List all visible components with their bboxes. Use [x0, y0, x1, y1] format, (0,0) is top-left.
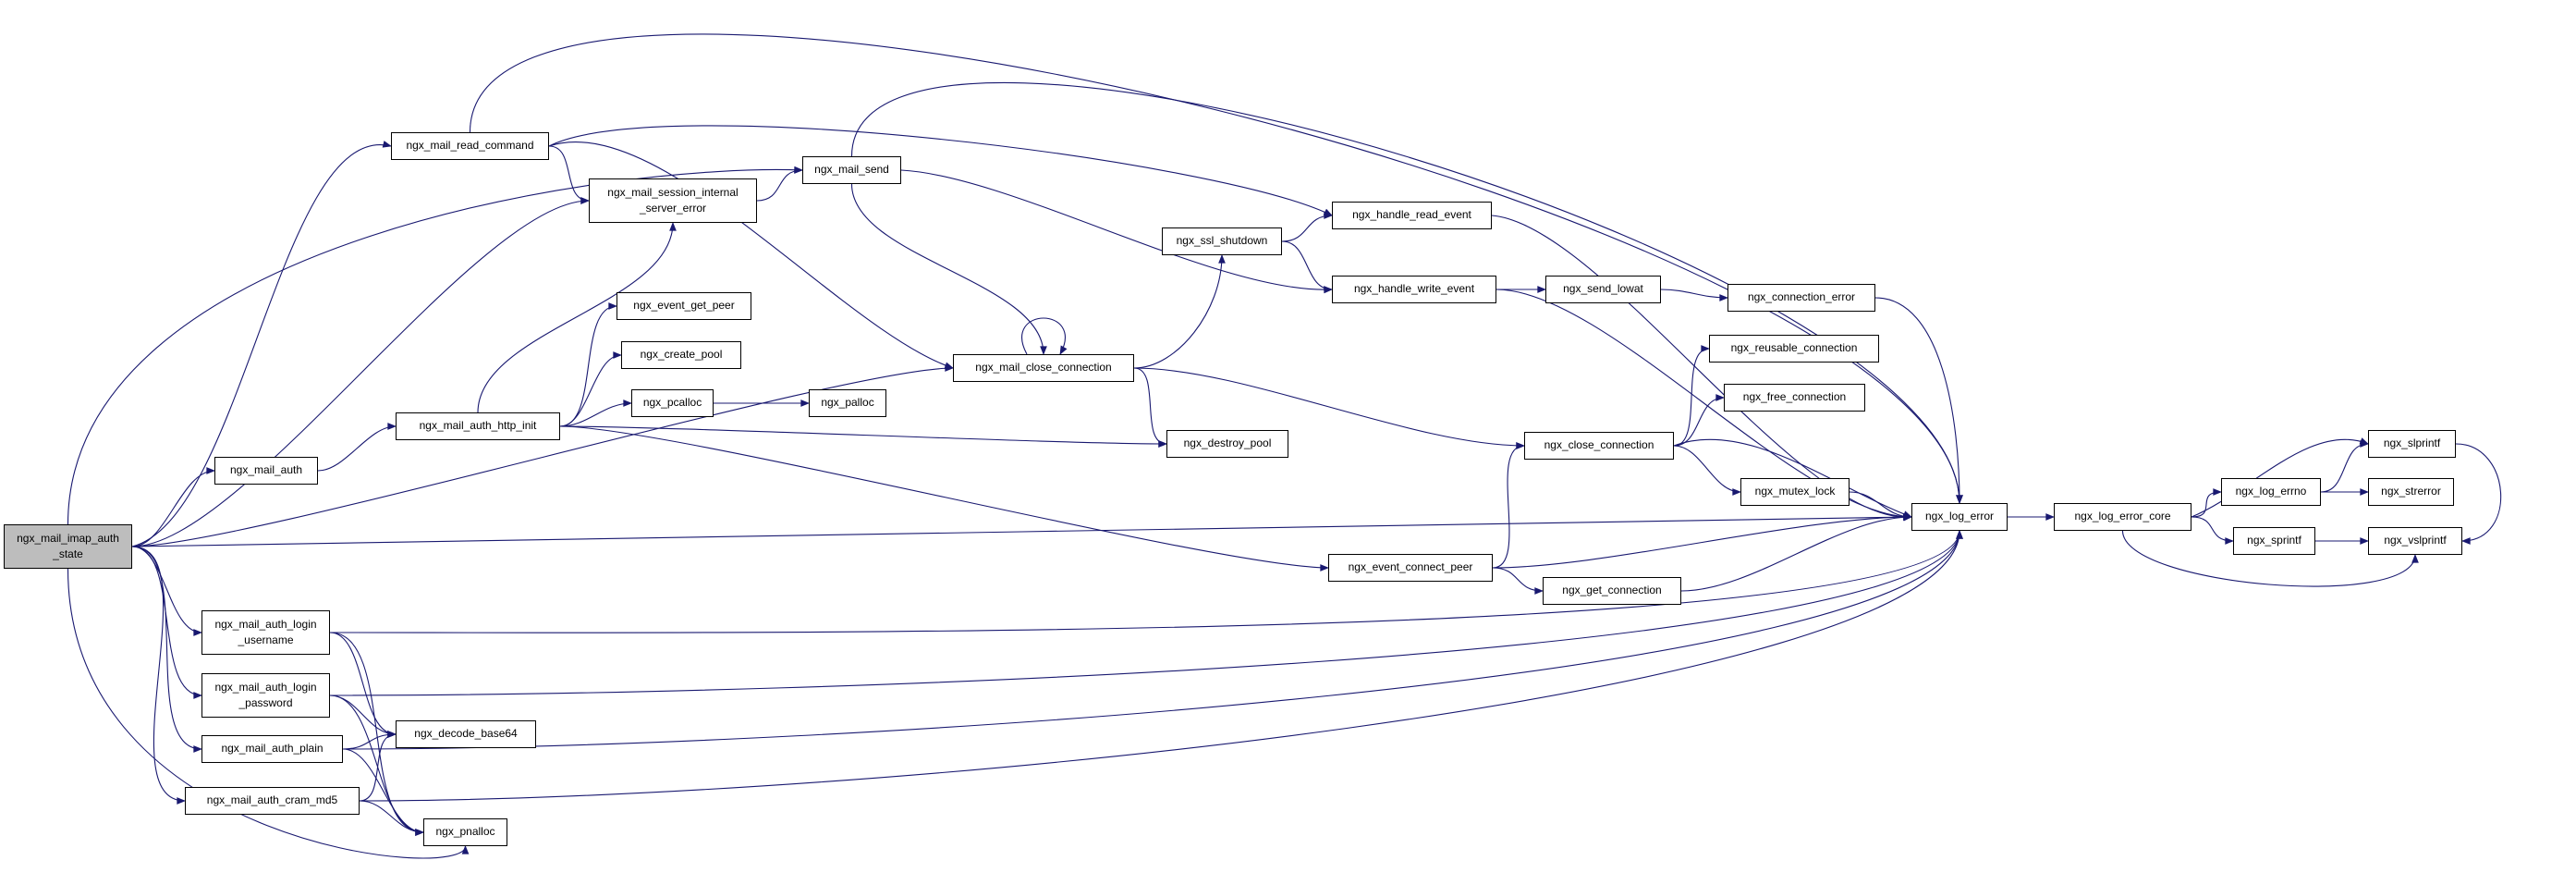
edge-ngx_mail_close_connection--ngx_ssl_shutdown — [1133, 254, 1226, 369]
edge-ngx_mail_auth_http_init--ngx_destroy_pool — [559, 425, 1167, 448]
edge-ngx_mail_auth_plain--ngx_pnalloc — [342, 748, 424, 836]
edge-ngx_mail_imap_auth_state--ngx_mail_read_command — [131, 141, 392, 547]
node-ngx_mutex_lock[interactable]: ngx_mutex_lock — [1740, 478, 1850, 506]
edge-ngx_log_errno--ngx_slprintf — [2320, 440, 2369, 493]
node-ngx_decode_base64[interactable]: ngx_decode_base64 — [396, 720, 536, 748]
edge-ngx_mail_imap_auth_state--ngx_log_error — [131, 513, 1912, 547]
edge-ngx_mail_session_internal_server_error--ngx_mail_send — [756, 166, 803, 202]
node-ngx_mail_imap_auth_state[interactable]: ngx_mail_imap_auth _state — [4, 524, 132, 569]
edge-ngx_close_connection--ngx_mutex_lock — [1673, 445, 1741, 496]
node-ngx_destroy_pool[interactable]: ngx_destroy_pool — [1166, 430, 1288, 458]
edge-ngx_mail_imap_auth_state--ngx_mail_auth — [131, 467, 215, 547]
node-ngx_mail_auth_login_username[interactable]: ngx_mail_auth_login _username — [201, 610, 330, 655]
edge-ngx_handle_read_event--ngx_log_error — [1491, 215, 1912, 522]
edge-ngx_mail_send--ngx_log_error — [850, 81, 1963, 504]
edge-ngx_mail_imap_auth_state--ngx_mail_auth_plain — [131, 546, 202, 753]
node-ngx_sprintf[interactable]: ngx_sprintf — [2233, 527, 2315, 555]
edge-ngx_mail_read_command--ngx_mail_session_internal_server_error — [548, 145, 590, 204]
edge-ngx_mail_imap_auth_state--ngx_mail_session_internal_server_error — [131, 197, 590, 547]
edge-ngx_log_error_core--ngx_slprintf — [2191, 437, 2369, 518]
edge-ngx_mail_auth_http_init--ngx_pcalloc — [559, 399, 632, 427]
node-ngx_mail_auth_login_password[interactable]: ngx_mail_auth_login _password — [201, 673, 330, 718]
edge-ngx_event_connect_peer--ngx_log_error — [1492, 513, 1912, 569]
edge-ngx_mail_close_connection--ngx_destroy_pool — [1133, 367, 1167, 448]
node-ngx_pnalloc[interactable]: ngx_pnalloc — [423, 818, 507, 846]
node-ngx_event_get_peer[interactable]: ngx_event_get_peer — [617, 292, 751, 320]
edge-ngx_mail_auth_cram_md5--ngx_decode_base64 — [359, 731, 397, 802]
node-ngx_log_errno[interactable]: ngx_log_errno — [2221, 478, 2321, 506]
node-ngx_palloc[interactable]: ngx_palloc — [809, 389, 886, 417]
edge-ngx_close_connection--ngx_free_connection — [1673, 394, 1725, 447]
node-ngx_ssl_shutdown[interactable]: ngx_ssl_shutdown — [1162, 227, 1282, 255]
edge-ngx_mail_auth_cram_md5--ngx_log_error — [359, 530, 1963, 802]
edge-ngx_close_connection--ngx_reusable_connection — [1673, 345, 1710, 447]
node-ngx_mail_auth[interactable]: ngx_mail_auth — [214, 457, 318, 485]
node-ngx_mail_auth_plain[interactable]: ngx_mail_auth_plain — [201, 735, 343, 763]
node-ngx_strerror[interactable]: ngx_strerror — [2368, 478, 2454, 506]
edge-ngx_mail_imap_auth_state--ngx_mail_send — [67, 166, 803, 525]
edge-ngx_mail_imap_auth_state--ngx_mail_auth_login_password — [131, 546, 202, 699]
edge-ngx_slprintf--ngx_vslprintf — [2455, 443, 2502, 545]
edge-ngx_mail_read_command--ngx_mail_close_connection — [548, 141, 954, 369]
edge-ngx_close_connection--ngx_log_error — [1673, 438, 1912, 518]
edge-ngx_mail_read_command--ngx_log_error — [469, 33, 1963, 504]
edge-ngx_mail_auth_login_username--ngx_decode_base64 — [329, 632, 397, 738]
edge-ngx_mail_auth_login_password--ngx_decode_base64 — [329, 694, 397, 738]
node-ngx_event_connect_peer[interactable]: ngx_event_connect_peer — [1328, 554, 1493, 582]
edge-ngx_mail_auth_http_init--ngx_mail_session_internal_server_error — [477, 222, 677, 413]
edge-ngx_mail_auth_plain--ngx_log_error — [342, 530, 1963, 750]
edge-ngx_event_connect_peer--ngx_get_connection — [1492, 567, 1544, 595]
node-ngx_pcalloc[interactable]: ngx_pcalloc — [631, 389, 714, 417]
edge-ngx_mail_auth_login_password--ngx_log_error — [329, 530, 1963, 696]
edge-ngx_mail_auth_login_username--ngx_pnalloc — [329, 632, 424, 836]
node-ngx_mail_send[interactable]: ngx_mail_send — [802, 156, 901, 184]
edge-ngx_mail_close_connection--ngx_mail_close_connection — [1021, 317, 1068, 355]
edge-ngx_mail_imap_auth_state--ngx_mail_auth_cram_md5 — [131, 546, 186, 805]
edge-ngx_mail_auth_http_init--ngx_event_connect_peer — [559, 425, 1329, 572]
node-ngx_vslprintf[interactable]: ngx_vslprintf — [2368, 527, 2462, 555]
node-ngx_send_lowat[interactable]: ngx_send_lowat — [1545, 276, 1661, 303]
node-ngx_mail_auth_http_init[interactable]: ngx_mail_auth_http_init — [396, 412, 560, 440]
edge-ngx_log_error_core--ngx_sprintf — [2191, 516, 2234, 545]
edge-ngx_ssl_shutdown--ngx_handle_read_event — [1281, 212, 1333, 242]
node-ngx_mail_session_internal_server_error[interactable]: ngx_mail_session_internal _server_error — [589, 178, 757, 223]
node-ngx_handle_read_event[interactable]: ngx_handle_read_event — [1332, 202, 1492, 229]
edge-ngx_mail_imap_auth_state--ngx_pnalloc — [67, 568, 470, 859]
edge-ngx_log_error_core--ngx_vslprintf — [2121, 530, 2419, 587]
edge-ngx_mail_read_command--ngx_handle_read_event — [548, 125, 1333, 216]
node-ngx_close_connection[interactable]: ngx_close_connection — [1524, 432, 1674, 460]
edge-ngx_event_connect_peer--ngx_close_connection — [1492, 442, 1525, 569]
edge-ngx_mail_auth_http_init--ngx_create_pool — [559, 351, 622, 427]
node-ngx_free_connection[interactable]: ngx_free_connection — [1724, 384, 1865, 412]
edge-ngx_mail_send--ngx_mail_close_connection — [850, 183, 1047, 355]
edge-ngx_connection_error--ngx_log_error — [1874, 297, 1963, 504]
node-ngx_mail_read_command[interactable]: ngx_mail_read_command — [391, 132, 549, 160]
node-ngx_slprintf[interactable]: ngx_slprintf — [2368, 430, 2456, 458]
edge-ngx_mail_imap_auth_state--ngx_mail_close_connection — [131, 364, 954, 547]
node-ngx_get_connection[interactable]: ngx_get_connection — [1543, 577, 1681, 605]
edge-ngx_mail_send--ngx_handle_write_event — [900, 169, 1333, 294]
edge-ngx_send_lowat--ngx_connection_error — [1660, 289, 1728, 301]
edge-ngx_ssl_shutdown--ngx_handle_write_event — [1281, 240, 1333, 293]
node-ngx_handle_write_event[interactable]: ngx_handle_write_event — [1332, 276, 1496, 303]
edge-ngx_mail_auth_cram_md5--ngx_pnalloc — [359, 800, 424, 836]
node-ngx_log_error[interactable]: ngx_log_error — [1911, 503, 2008, 531]
edge-ngx_log_error_core--ngx_log_errno — [2191, 488, 2222, 518]
node-ngx_mail_close_connection[interactable]: ngx_mail_close_connection — [953, 354, 1134, 382]
edge-ngx_mail_close_connection--ngx_close_connection — [1133, 367, 1525, 449]
node-ngx_log_error_core[interactable]: ngx_log_error_core — [2054, 503, 2191, 531]
node-ngx_reusable_connection[interactable]: ngx_reusable_connection — [1709, 335, 1879, 363]
edge-ngx_mail_auth_login_username--ngx_log_error — [329, 530, 1963, 633]
node-ngx_connection_error[interactable]: ngx_connection_error — [1728, 284, 1875, 312]
edge-ngx_mail_auth--ngx_mail_auth_http_init — [317, 423, 397, 472]
node-ngx_mail_auth_cram_md5[interactable]: ngx_mail_auth_cram_md5 — [185, 787, 360, 815]
edge-ngx_mail_auth_login_password--ngx_pnalloc — [329, 694, 424, 836]
node-ngx_create_pool[interactable]: ngx_create_pool — [621, 341, 741, 369]
edge-ngx_mail_imap_auth_state--ngx_mail_auth_login_username — [131, 546, 202, 636]
edge-ngx_get_connection--ngx_log_error — [1680, 513, 1912, 592]
